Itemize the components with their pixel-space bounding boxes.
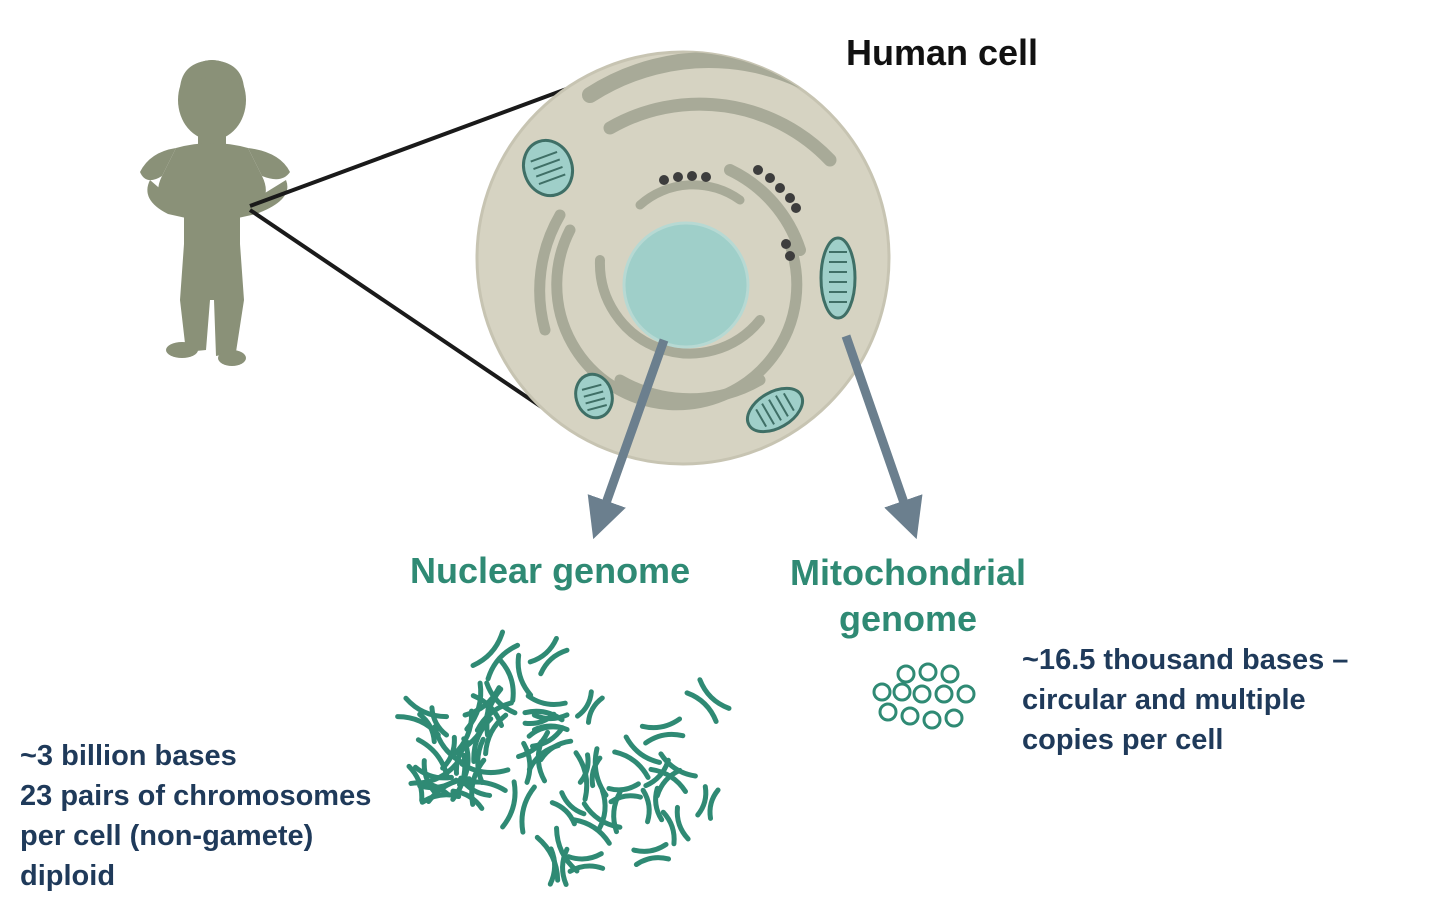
arrow-to-mito [841,334,923,540]
chromosome [547,846,570,887]
chromosome [606,781,643,805]
mito-title-line1: Mitochondrial [790,552,1026,593]
mito-info-line: copies per cell [1022,724,1224,756]
chromosome [415,757,472,805]
nuclear-info-line: diploid [20,860,116,892]
mito-info: ~16.5 thousand bases – circular and mult… [1022,640,1348,760]
nuclear-info-line: 23 pairs of chromosomes [20,780,372,812]
mito-info-line: circular and multiple [1022,684,1306,716]
mito-title-line2: genome [838,598,978,639]
chromosome [395,695,450,738]
nuclear-info: ~3 billion bases 23 pairs of chromosomes… [20,736,371,896]
mito-genome-title: Mitochondrial genome [790,550,1026,642]
ribosomes [659,165,801,261]
chromosome [500,779,537,835]
mito-info-line: ~16.5 thousand bases – [1022,644,1349,676]
mitochondria [521,138,857,434]
chromosome [406,758,440,803]
chromosome [457,761,511,793]
chromosome [452,708,494,764]
chromosome [522,711,561,739]
chromosome [684,677,732,724]
cell-title: Human cell [846,32,1039,73]
chromosome [574,689,605,725]
human-cell [475,50,891,466]
chromosome [643,757,683,799]
arrow-to-nuclear [587,338,669,540]
zoom-line-bottom [248,208,548,412]
nuclear-info-line: per cell (non-gamete) [20,820,314,852]
chromosome [577,752,603,789]
chromosome-cluster [395,629,732,887]
chromosome [527,635,570,677]
mtdna-circles [872,662,976,730]
nucleus [622,221,750,349]
chromosome [470,629,521,682]
zoom-line-top [249,82,581,208]
chromosome [498,652,534,703]
chromosome [639,716,686,746]
chromosome [522,693,568,723]
nuclear-genome-title: Nuclear genome [410,550,691,591]
chromosome [521,739,548,785]
chromosome [596,787,623,835]
chromosome [612,734,663,780]
chromosome [695,784,721,821]
person-icon [140,60,290,366]
chromosome [660,804,691,847]
chromosome [631,841,672,868]
nuclear-info-line: ~3 billion bases [20,740,237,772]
